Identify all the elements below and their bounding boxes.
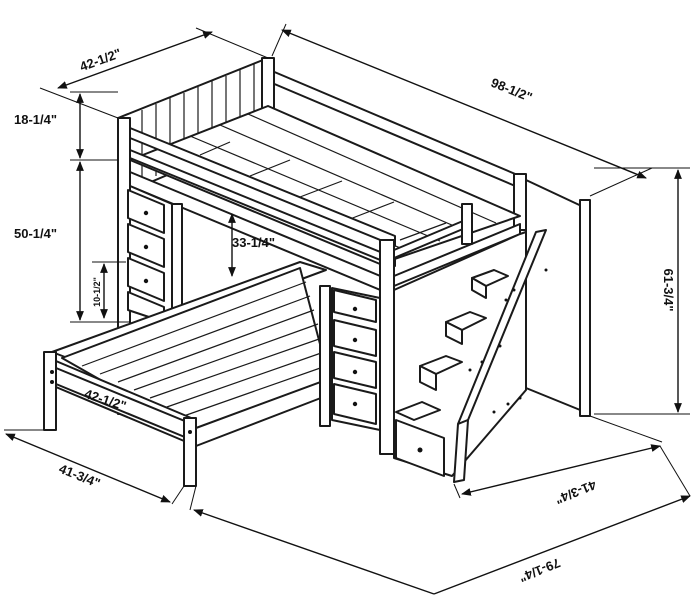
dim-stair-depth: 41-3/4" [553, 477, 599, 507]
dim-lower-bed-depth: 41-3/4" [57, 461, 103, 491]
dim-overall-height: 61-3/4" [661, 268, 676, 311]
dimension-lines [4, 23, 691, 595]
dim-top-depth: 42-1/2" [78, 45, 124, 74]
dim-overall-length: 98-1/2" [489, 75, 535, 105]
dim-drawer-height: 10-1/2" [92, 277, 102, 307]
step-4 [395, 401, 441, 421]
dim-underside-height: 50-1/4" [14, 226, 57, 241]
lower-bed [43, 261, 331, 487]
lower-deck-slats [81, 281, 327, 419]
left-drawer-chest [127, 185, 183, 323]
staircase [393, 179, 591, 483]
dim-lower-clearance: 33-1/4" [232, 235, 275, 250]
right-drawer-chest [331, 287, 381, 431]
right-drawer-1 [333, 289, 377, 323]
dim-rail-height: 18-1/4" [14, 112, 57, 127]
